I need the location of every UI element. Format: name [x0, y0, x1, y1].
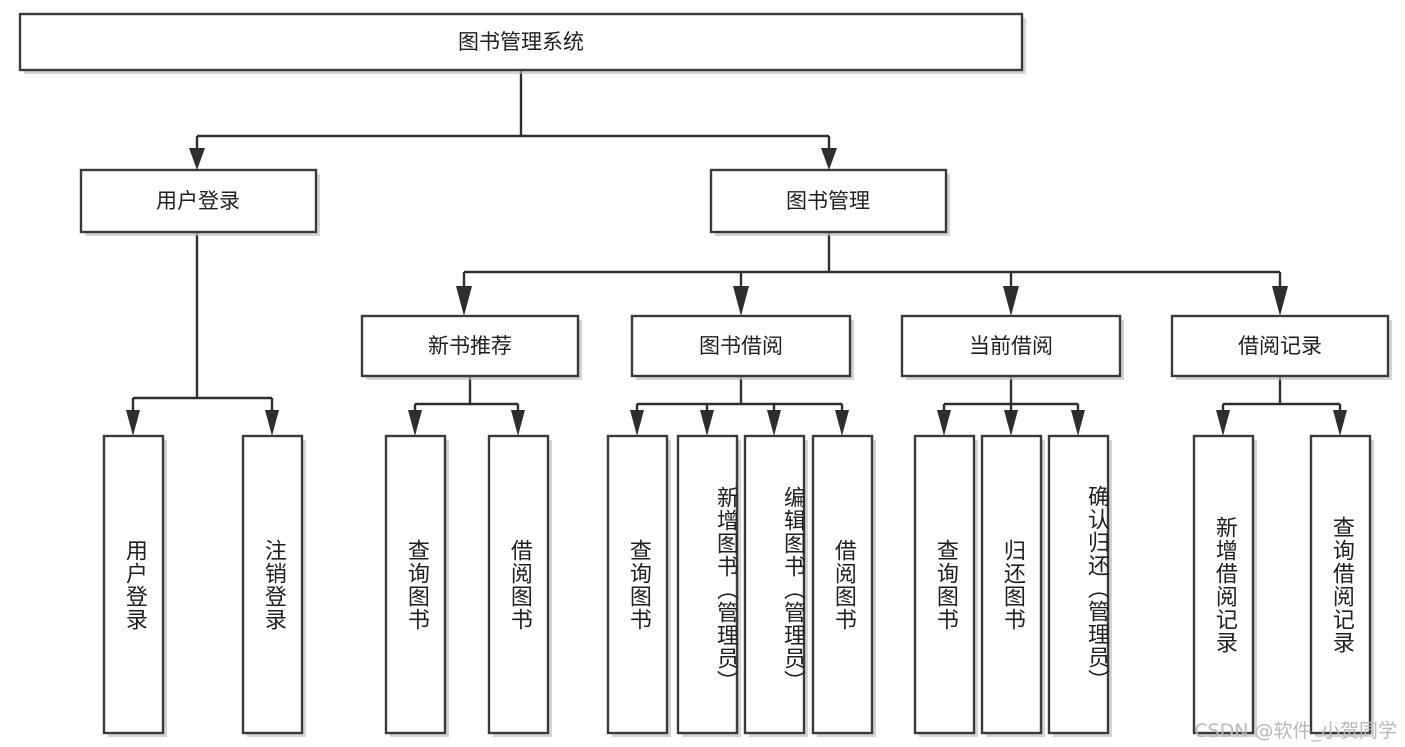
- leaf-borrow-book-1-box: [487, 434, 550, 735]
- root-box: [18, 12, 1024, 72]
- leaf-query-book-1-box: [384, 434, 447, 735]
- node-leaf-query-book-2[interactable]: [606, 434, 671, 737]
- arrow-to-leaf-add-record: [1216, 410, 1230, 436]
- arrow-to-leaf-query-book-1: [408, 410, 422, 436]
- leaf-borrow-book-2-box: [811, 434, 874, 735]
- leaf-query-book-3-box: [913, 434, 976, 735]
- node-new-book-recommend[interactable]: 新书推荐: [360, 314, 582, 380]
- node-borrow-record[interactable]: 借阅记录: [1170, 314, 1392, 380]
- arrow-to-leaf-confirm-return: [1071, 410, 1085, 436]
- new-book-recommend-label: 新书推荐: [428, 334, 512, 358]
- leaf-add-book-box: [676, 434, 739, 735]
- node-root[interactable]: 图书管理系统: [18, 12, 1026, 74]
- current-borrow-box: [900, 314, 1122, 378]
- arrow-to-leaf-logout-login: [265, 410, 279, 436]
- edges-userlogin-to-leaves: [126, 232, 279, 436]
- arrow-to-leaf-query-book-2: [630, 410, 644, 436]
- leaf-confirm-return-box: [1047, 434, 1110, 735]
- user-login-label: 用户登录: [156, 189, 240, 213]
- new-book-recommend-box: [360, 314, 580, 378]
- book-borrow-box: [630, 314, 852, 378]
- arrow-to-leaf-return-book: [1004, 410, 1018, 436]
- arrow-to-book-borrow: [733, 286, 749, 316]
- node-current-borrow[interactable]: 当前借阅: [900, 314, 1124, 380]
- leaf-query-record-box: [1309, 434, 1372, 735]
- node-leaf-borrow-book-1[interactable]: [487, 434, 552, 737]
- leaf-user-login-box: [102, 434, 165, 735]
- node-leaf-return-book[interactable]: [980, 434, 1045, 737]
- arrow-to-leaf-query-book-3: [937, 410, 951, 436]
- arrow-to-book-manage: [821, 148, 837, 170]
- edges-currentborrow-to-leaves: [937, 376, 1085, 436]
- leaf-return-book-box: [980, 434, 1043, 735]
- node-book-borrow[interactable]: 图书借阅: [630, 314, 854, 380]
- arrow-to-user-login: [189, 148, 205, 170]
- root-label: 图书管理系统: [458, 30, 584, 54]
- edges-bookborrow-to-leaves: [630, 376, 849, 436]
- arrow-to-leaf-add-book: [700, 410, 714, 436]
- leaf-logout-login-box: [241, 434, 304, 735]
- borrow-record-box: [1170, 314, 1390, 378]
- arrow-to-leaf-query-record: [1333, 410, 1347, 436]
- node-leaf-query-book-1[interactable]: [384, 434, 449, 737]
- arrow-to-borrow-record: [1272, 286, 1288, 316]
- arrow-to-leaf-borrow-book-1: [511, 410, 525, 436]
- node-leaf-logout-login[interactable]: [241, 434, 306, 737]
- user-login-box: [79, 168, 318, 234]
- leaf-query-book-2-box: [606, 434, 669, 735]
- node-leaf-edit-book[interactable]: [743, 434, 808, 737]
- borrow-record-label: 借阅记录: [1238, 334, 1322, 358]
- current-borrow-label: 当前借阅: [969, 334, 1053, 358]
- edges-bookmanage-to-level3: [456, 232, 1288, 316]
- book-manage-box: [709, 168, 948, 234]
- arrow-to-new-book-recommend: [456, 286, 472, 316]
- leaf-boxes: [102, 434, 1374, 737]
- node-leaf-confirm-return[interactable]: [1047, 434, 1112, 737]
- node-leaf-query-record[interactable]: [1309, 434, 1374, 737]
- node-leaf-borrow-book-2[interactable]: [811, 434, 876, 737]
- arrow-to-leaf-borrow-book-2: [835, 410, 849, 436]
- watermark: CSDN @软件_小贺同学: [1194, 720, 1397, 742]
- edges-root-to-level2: [189, 70, 837, 170]
- leaf-edit-book-box: [743, 434, 806, 735]
- node-user-login[interactable]: 用户登录: [79, 168, 320, 236]
- node-leaf-add-book[interactable]: [676, 434, 741, 737]
- arrow-to-leaf-edit-book: [767, 410, 781, 436]
- node-book-manage[interactable]: 图书管理: [709, 168, 950, 236]
- leaf-add-record-box: [1192, 434, 1255, 735]
- arrow-to-leaf-user-login: [126, 410, 140, 436]
- node-leaf-user-login[interactable]: [102, 434, 167, 737]
- node-leaf-query-book-3[interactable]: [913, 434, 978, 737]
- node-leaf-add-record[interactable]: [1192, 434, 1257, 737]
- edges-newbook-to-leaves: [408, 376, 525, 436]
- edges-borrowrecord-to-leaves: [1216, 376, 1347, 436]
- arrow-to-current-borrow: [1003, 286, 1019, 316]
- book-borrow-label: 图书借阅: [699, 334, 783, 358]
- book-manage-label: 图书管理: [786, 189, 870, 213]
